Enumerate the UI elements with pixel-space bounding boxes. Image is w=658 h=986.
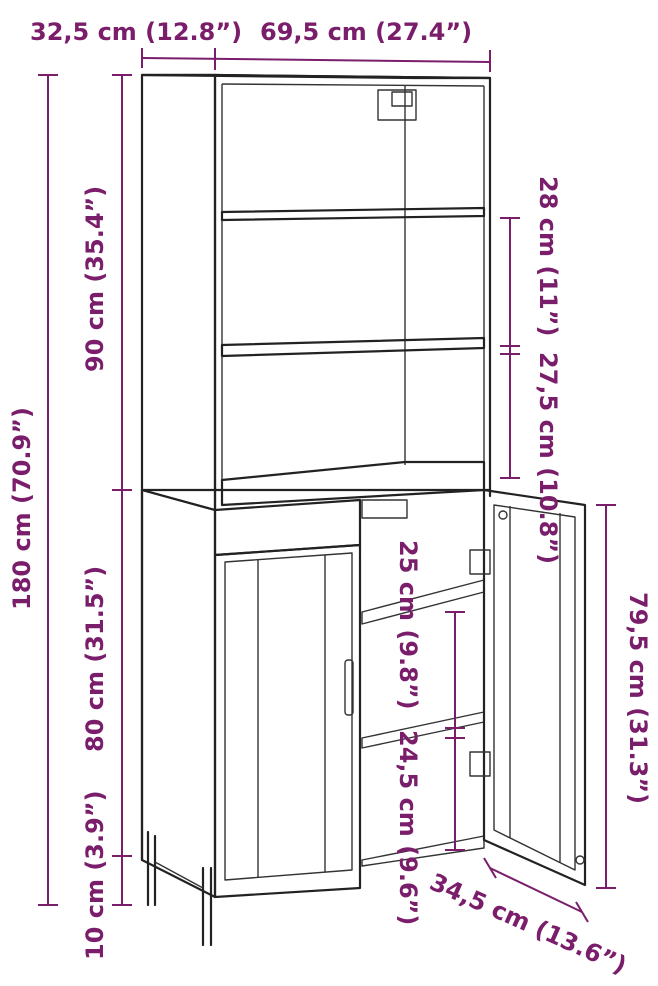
label-width-top: 69,5 cm (27.4”): [260, 18, 472, 46]
label-height-total: 180 cm (70.9”): [8, 407, 36, 610]
label-door-height: 79,5 cm (31.3”): [624, 592, 652, 804]
label-depth-top: 32,5 cm (12.8”): [30, 18, 242, 46]
label-inner-gap-2: 24,5 cm (9.6”): [394, 730, 422, 925]
label-shelf-gap-1: 28 cm (11”): [534, 176, 562, 336]
label-height-lower: 80 cm (31.5”): [81, 566, 109, 752]
label-shelf-gap-2: 27,5 cm (10.8”): [534, 352, 562, 564]
cabinet-outline: [140, 73, 587, 947]
label-leg-height: 10 cm (3.9”): [81, 790, 109, 960]
label-door-width: 34,5 cm (13.6”): [426, 868, 631, 980]
label-height-upper: 90 cm (35.4”): [81, 186, 109, 372]
label-inner-gap-1: 25 cm (9.8”): [394, 540, 422, 710]
dimension-lines: [38, 48, 616, 923]
